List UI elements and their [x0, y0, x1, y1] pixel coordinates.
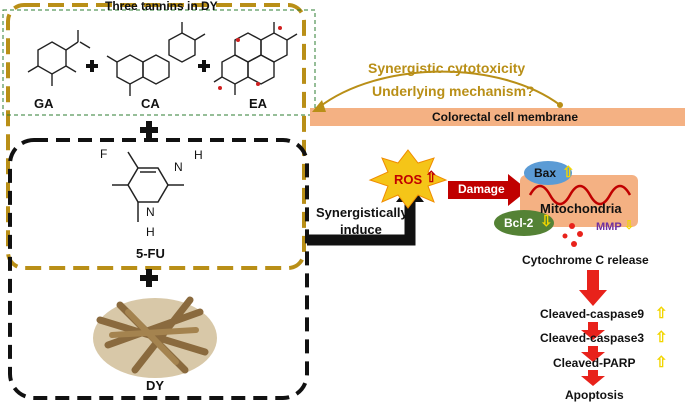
question-line2: Underlying mechanism?: [372, 83, 535, 99]
dy-label: DY: [146, 378, 165, 393]
up-arrow-icon: ⇧: [562, 164, 575, 181]
bax-label: Bax: [534, 166, 557, 180]
gold-dashed-frame: [6, 3, 306, 270]
plus-icon: [198, 60, 210, 72]
atom-f: F: [100, 147, 108, 161]
fu-label: 5-FU: [136, 246, 165, 261]
down-arrow-icon: ⇩: [624, 218, 635, 232]
mitochondria-cristae: [528, 184, 632, 206]
atom-h2: H: [146, 225, 155, 239]
dy-herb-image: [93, 296, 217, 378]
damage-arrow: [448, 174, 528, 206]
plus-icon: [86, 60, 98, 72]
fu-structure: [112, 151, 184, 222]
synergy-connector: [307, 198, 416, 246]
ga-structure: [27, 30, 91, 86]
bax-ellipse: [524, 161, 572, 185]
cascade-step-caspase3: Cleaved-caspase3: [540, 331, 645, 345]
up-arrow-icon: ⇧: [655, 329, 668, 346]
synergy-line2: induce: [340, 222, 382, 237]
atom-n2: N: [146, 205, 155, 219]
cascade-step-cytochrome: Cytochrome C release: [522, 253, 649, 267]
atom-h1: H: [194, 148, 203, 162]
bcl2-ellipse: [494, 210, 554, 236]
cascade-step-parp: Cleaved-PARP: [553, 356, 636, 370]
mitochondria-body: [520, 175, 638, 227]
black-dashed-frame: [8, 138, 309, 400]
arc-arrowhead: [312, 100, 326, 112]
mitochondria-label: Mitochondria: [540, 201, 622, 216]
plus-icon: [140, 269, 158, 287]
down-arrow-icon: ⇩: [540, 213, 553, 230]
tannin-box: [2, 9, 316, 116]
atom-n1: N: [174, 160, 183, 174]
cascade-step-caspase9: Cleaved-caspase9: [540, 307, 645, 321]
ga-label: GA: [34, 96, 54, 111]
cytochrome-dots: [562, 223, 583, 247]
membrane-label: Colorectal cell membrane: [432, 110, 579, 124]
arc-end-dot: [557, 102, 563, 108]
damage-label: Damage: [458, 182, 505, 196]
question-line1: Synergistic cytotoxicity: [368, 60, 526, 76]
plus-icon: [140, 121, 158, 139]
up-arrow-icon: ⇧: [655, 305, 668, 322]
ea-structure: [213, 22, 298, 95]
ros-burst: [368, 149, 448, 209]
up-arrow-icon: ⇧: [655, 354, 668, 371]
ros-label: ROS: [394, 172, 423, 187]
mmp-label: MMP: [596, 221, 622, 233]
diagram-title: Three tannins in DY: [105, 0, 218, 13]
bcl2-label: Bcl-2: [504, 216, 534, 230]
membrane-band: [310, 108, 685, 126]
up-arrow-icon: ⇧: [425, 169, 438, 186]
cascade-arrows: [579, 270, 607, 386]
ea-label: EA: [249, 96, 268, 111]
ea-oxygen-marks: [218, 26, 282, 90]
cascade-step-apoptosis: Apoptosis: [565, 388, 624, 402]
ca-label: CA: [141, 96, 160, 111]
ca-structure: [106, 22, 206, 96]
synergy-line1: Synergistically: [316, 205, 408, 220]
question-arc: [317, 70, 561, 109]
